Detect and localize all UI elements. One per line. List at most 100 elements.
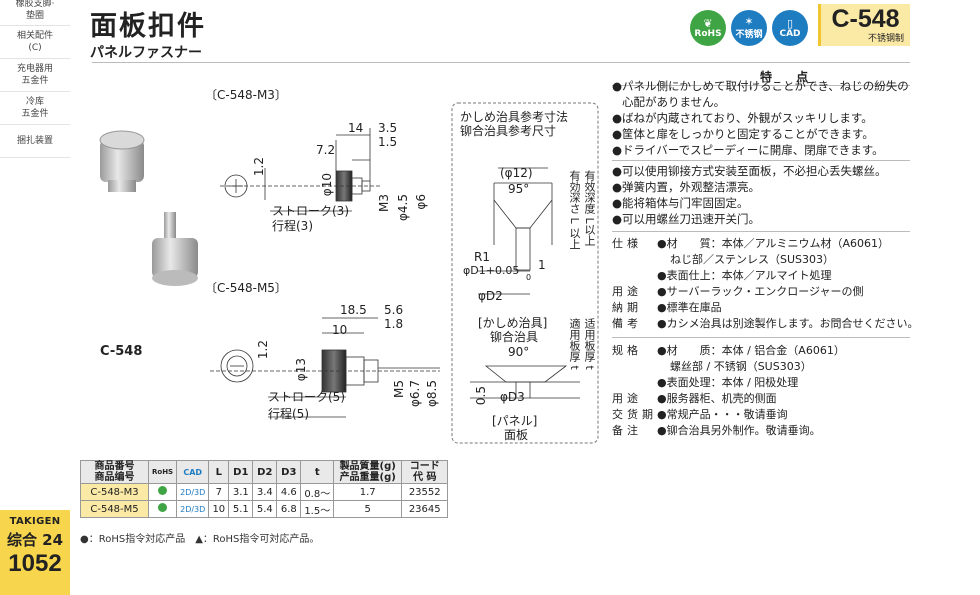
cad-icon: ▯CAD xyxy=(772,10,808,46)
table-cell: 5.4 xyxy=(252,500,278,518)
rohs-icon: ❦RoHS xyxy=(690,10,726,46)
feature-item: ●可以用螺丝刀迅速开关门。 xyxy=(612,212,761,226)
sidebar-item-charger-hardware[interactable]: 充电器用 五金件 xyxy=(0,59,70,92)
table-cell: 5 xyxy=(333,500,403,518)
table-header: コード 代 码 xyxy=(401,460,449,484)
feature-item: ●可以使用铆接方式安装至面板，不必担心丢失螺丝。 xyxy=(612,164,887,178)
spec-value: ●常规产品・・・敬请垂询 xyxy=(657,408,788,421)
dim-label: 1.2 xyxy=(256,340,270,360)
spec-key xyxy=(612,375,657,391)
catalog-badge: TAKIGEN 综合 24 1052 xyxy=(0,510,70,595)
sidebar-item-binding-device[interactable]: 捆扎装置 xyxy=(0,125,70,158)
product-code: C-548 xyxy=(831,5,900,33)
product-photo-m3 xyxy=(99,130,145,192)
spec-value: ●標準在庫品 xyxy=(657,301,722,314)
table-header: D2 xyxy=(252,460,278,484)
table-row: C-548-M3 2D/3D 7 3.1 3.4 4.6 0.8〜 1.7 23… xyxy=(80,483,449,501)
tool-title-jp: かしめ治具参考寸法 xyxy=(460,110,569,124)
spec-key: 用途 xyxy=(612,285,642,298)
features-divider xyxy=(612,160,910,161)
stroke-label-m3: ストローク(3) xyxy=(272,204,349,218)
sidebar-item-label: 冷库 xyxy=(25,97,44,107)
sidebar-item-label: 相关配件 xyxy=(16,31,53,41)
tool-title-cn: 铆合治具参考尺寸 xyxy=(460,124,557,138)
spec-key: 规格 xyxy=(612,344,642,357)
dim-label: 0 xyxy=(526,273,532,282)
sidebar-item-label: 垫圈 xyxy=(25,11,44,21)
m5-drawing-title: 〔C-548-M5〕 xyxy=(205,281,287,295)
stroke-label-m5: ストローク(5) xyxy=(268,390,345,404)
table-header: 製品質量(g) 产品重量(g) xyxy=(333,460,403,484)
table-header: D1 xyxy=(228,460,254,484)
panel-label-cn: 面板 xyxy=(504,428,529,442)
dim-label: φ8.5 xyxy=(425,380,439,407)
dim-label: φD3 xyxy=(500,390,525,404)
spec-value: ●表面处理：本体 / 阳极处理 xyxy=(657,376,799,389)
feature-item: ●パネル側にかしめて取付けることができ、ねじの紛失の心配がありません。 xyxy=(612,79,909,109)
dim-label: φD1+0.05 xyxy=(463,264,520,277)
table-cell: 0.8〜 xyxy=(300,483,335,501)
sidebar-item-label: 橡胶支脚· xyxy=(15,0,55,9)
sidebar-item-rubber-feet[interactable]: 橡胶支脚· 垫圈 xyxy=(0,0,70,26)
material-label: 不锈钢制 xyxy=(867,34,904,44)
sidebar-item-label: 五金件 xyxy=(21,109,49,119)
spec-value: ねじ部／ステンレス（SUS303） xyxy=(670,253,835,266)
spec-value: ●サーバーラック・エンクロージャーの側 xyxy=(657,285,864,298)
table-header: CAD xyxy=(176,460,210,484)
page-number: 1052 xyxy=(8,550,62,577)
m3-drawing-title: 〔C-548-M3〕 xyxy=(205,88,287,102)
features-divider xyxy=(612,85,910,86)
spec-value: ●表面仕上：本体／アルマイト処理 xyxy=(657,269,832,282)
table-cell[interactable]: 2D/3D xyxy=(176,483,210,501)
table-header: t xyxy=(300,460,335,484)
product-code-box: C-548 不锈钢制 xyxy=(818,4,910,46)
dim-label: 1.8 xyxy=(384,317,404,331)
travel-label-m5: 行程(5) xyxy=(268,407,309,421)
dim-label: φ4.5 xyxy=(396,194,410,221)
table-cell: 4.6 xyxy=(276,483,302,501)
catalog-category: 综合 24 xyxy=(6,531,64,549)
spec-value: ●服务器柜、机壳的侧面 xyxy=(657,392,777,405)
plate-label-cn: 适用板厚 t xyxy=(583,318,596,370)
dim-label: 18.5 xyxy=(340,303,367,317)
sidebar-item-label: 充电器用 xyxy=(16,64,53,74)
table-cell: C-548-M3 xyxy=(80,483,149,501)
features-list-jp: ●パネル側にかしめて取付けることができ、ねじの紛失の心配がありません。 ●ばねが… xyxy=(612,78,912,158)
spec-value: 螺丝部 / 不锈钢（SUS303） xyxy=(670,360,812,373)
table-cell[interactable]: 2D/3D xyxy=(176,500,210,518)
tool-label-jp: [かしめ治具] xyxy=(478,316,548,330)
spec-key xyxy=(612,268,657,284)
spec-divider xyxy=(612,231,910,232)
spec-value: ●材 质：本体 / 铝合金（A6061） xyxy=(657,344,845,357)
feature-item: ●ばねが内蔵されており、外観がスッキリします。 xyxy=(612,111,873,125)
dim-label: 1.5 xyxy=(378,135,398,149)
table-cell: C-548-M5 xyxy=(80,500,149,518)
sidebar: 橡胶支脚· 垫圈 相关配件 (C) 充电器用 五金件 冷库 五金件 捆扎装置 xyxy=(0,0,70,595)
sidebar-item-related-parts[interactable]: 相关配件 (C) xyxy=(0,26,70,59)
dim-label: 5.6 xyxy=(384,303,404,317)
table-cell: 10 xyxy=(208,500,230,518)
sidebar-item-label: (C) xyxy=(28,43,42,53)
table-cell: 6.8 xyxy=(276,500,302,518)
features-heading: 特 点 xyxy=(760,70,819,84)
dim-label: 3.5 xyxy=(378,121,398,135)
dim-label: 90° xyxy=(508,345,530,359)
dim-label: φD2 xyxy=(478,289,503,303)
sidebar-item-cold-storage[interactable]: 冷库 五金件 xyxy=(0,92,70,125)
dim-label: 1.2 xyxy=(252,157,266,177)
product-table: 商品番号 商品编号 RoHS CAD L D1 D2 D3 t 製品質量(g) … xyxy=(80,460,449,518)
rohs-dot-icon xyxy=(147,483,178,501)
stainless-icon: ✶不锈钢 xyxy=(731,10,767,46)
feature-item: ●弹簧内置，外观整洁漂亮。 xyxy=(612,180,761,194)
spec-key: 備考 xyxy=(612,317,642,330)
dim-label: M5 xyxy=(392,380,406,398)
table-row: C-548-M5 2D/3D 10 5.1 5.4 6.8 1.5〜 5 236… xyxy=(80,500,449,518)
brand-name: TAKIGEN xyxy=(9,516,61,527)
table-cell: 1.7 xyxy=(333,483,403,501)
travel-label-m3: 行程(3) xyxy=(272,219,313,233)
table-cell: 3.1 xyxy=(228,483,254,501)
dim-label: M3 xyxy=(377,194,391,212)
dim-label: 95° xyxy=(508,182,530,196)
table-cell: 23552 xyxy=(401,483,449,501)
spec-divider xyxy=(612,337,910,338)
